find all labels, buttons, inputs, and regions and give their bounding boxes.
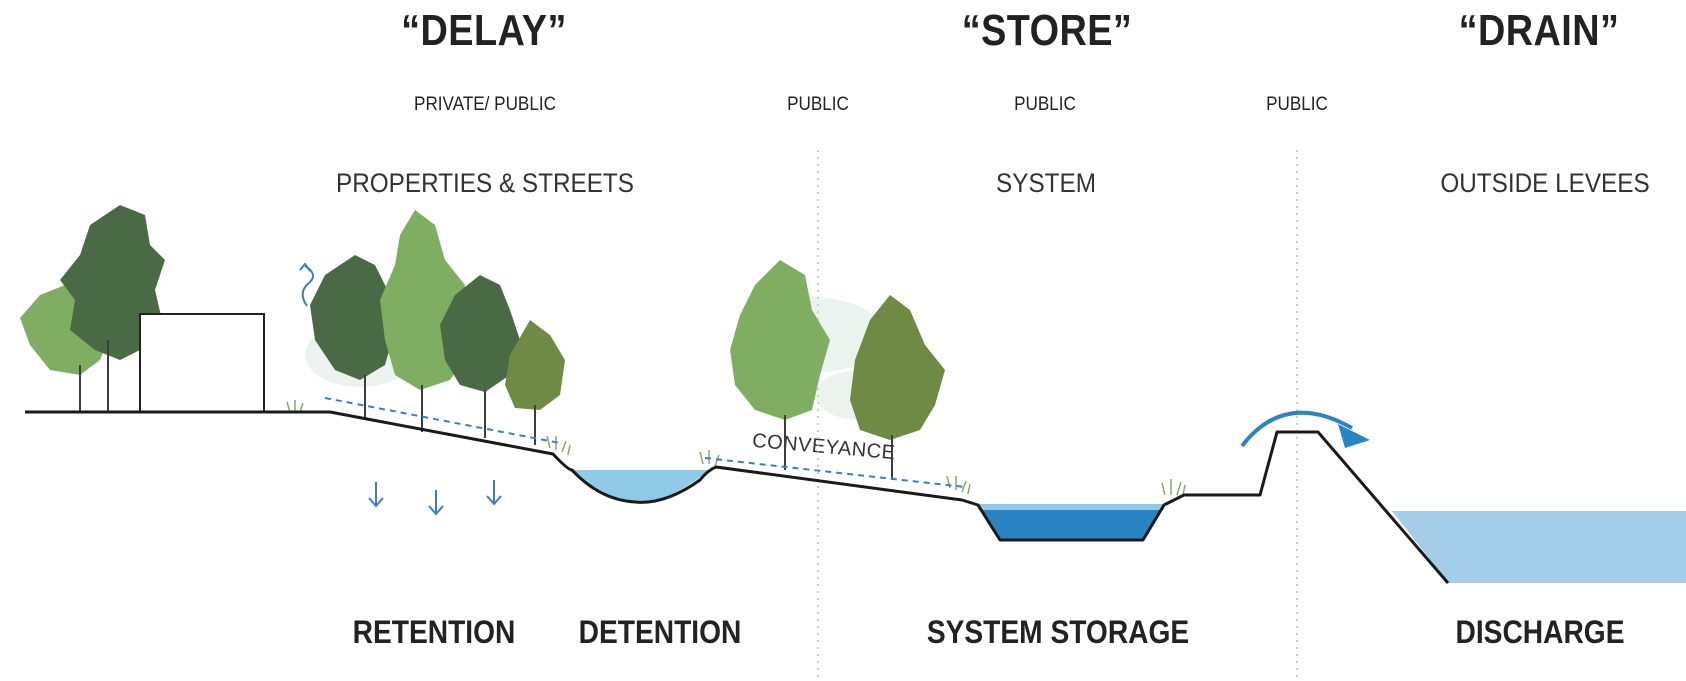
ownership-public-2: PUBLIC bbox=[1014, 94, 1076, 115]
down-arrow-icon bbox=[486, 480, 502, 506]
strategy-retention: RETENTION bbox=[352, 614, 516, 650]
strategy-discharge: DISCHARGE bbox=[1455, 614, 1625, 650]
system-storage-water-surface bbox=[978, 504, 1164, 510]
tree-group-middle bbox=[310, 210, 565, 445]
tree-group-store bbox=[730, 260, 945, 480]
phase-title-drain: “DRAIN” bbox=[1458, 6, 1620, 55]
overflow-arrow-icon bbox=[1240, 410, 1370, 448]
tree-group-left bbox=[20, 205, 165, 412]
ownership-public-1: PUBLIC bbox=[787, 94, 849, 115]
zone-properties-streets: PROPERTIES & STREETS bbox=[336, 168, 634, 198]
system-storage-water bbox=[978, 505, 1164, 540]
strategy-detention: DETENTION bbox=[578, 614, 742, 650]
river-water bbox=[1392, 511, 1686, 583]
zone-system: SYSTEM bbox=[996, 168, 1096, 198]
curved-arrow-icon bbox=[299, 262, 315, 307]
strategy-system-storage: SYSTEM STORAGE bbox=[926, 614, 1190, 650]
house bbox=[139, 313, 265, 413]
ground-profile bbox=[25, 410, 1450, 584]
down-arrow-icon bbox=[428, 490, 444, 516]
down-arrow-icon bbox=[368, 482, 384, 508]
phase-title-store: “STORE” bbox=[961, 6, 1133, 55]
zone-outside-levees: OUTSIDE LEVEES bbox=[1440, 168, 1650, 198]
surface-flow-line bbox=[324, 397, 561, 444]
phase-title-delay: “DELAY” bbox=[401, 6, 567, 55]
ownership-public-3: PUBLIC bbox=[1266, 94, 1328, 115]
ownership-private-public: PRIVATE/ PUBLIC bbox=[414, 94, 556, 115]
